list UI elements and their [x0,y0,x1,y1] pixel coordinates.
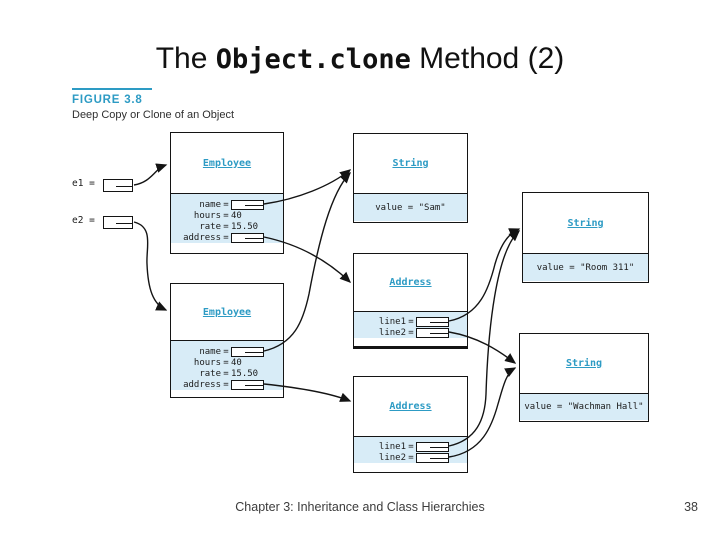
address2-fields: line1 = line2 = [354,436,467,463]
employee2-fields: name = hours = 40 rate = 15.50 address = [171,340,283,390]
field-label: hours [193,210,221,221]
address1-class-name: Address [389,277,432,288]
equals-sign: = [408,316,414,327]
equals-sign: = [408,327,414,338]
field-label: hours [193,357,221,368]
variable-e1-label: e1 = [72,178,95,189]
page-number: 38 [684,500,698,514]
string-room-object-box: String value = "Room 311" [522,192,649,283]
string-room-header: String [523,193,648,253]
string-wachman-body: value = "Wachman Hall" [520,393,648,420]
string-sam-object-box: String value = "Sam" [353,133,468,223]
field-row-hours: hours = 40 [175,357,267,368]
string-sam-body: value = "Sam" [354,193,467,221]
field-label: rate [199,368,221,379]
employee2-object-box: Employee name = hours = 40 rate = 15.50 [170,283,284,398]
arrow-e1-to-employee1 [133,163,168,186]
field-label: name [199,199,221,210]
equals-sign: = [223,357,229,368]
field-row-line2: line2 = [358,452,452,463]
field-row-line1: line1 = [358,316,452,327]
pointer-box [416,441,449,452]
address1-object-box: Address line1 = line2 = [353,253,468,349]
figure-caption: Deep Copy or Clone of an Object [72,109,235,121]
field-label: line1 [378,441,406,452]
string-sam-value: value = "Sam" [375,202,446,213]
string-sam-class-name: String [392,158,429,169]
equals-sign: = [223,379,229,390]
string-room-value: value = "Room 311" [536,262,635,273]
pointer-box [416,452,449,463]
equals-sign: = [223,346,229,357]
equals-sign: = [408,441,414,452]
field-label: line2 [378,452,406,463]
field-value: 40 [231,210,242,221]
title-pre: The [155,42,216,75]
string-sam-header: String [354,134,467,193]
figure-block: FIGURE 3.8 Deep Copy or Clone of an Obje… [72,88,234,121]
arrow-e2-to-employee2 [133,221,168,311]
field-value: 15.50 [231,221,259,232]
address1-header: Address [354,254,467,311]
string-room-class-name: String [567,217,604,229]
field-row-address: address = [175,379,267,390]
employee1-class-name: Employee [202,157,252,169]
field-label: rate [199,221,221,232]
field-row-rate: rate = 15.50 [175,368,267,379]
equals-sign: = [223,232,229,243]
employee1-header: Employee [171,133,283,193]
field-row-name: name = [175,346,267,357]
figure-label: FIGURE 3.8 [72,94,143,106]
pointer-box [416,327,449,338]
title-code: Object.clone [215,44,411,75]
pointer-box [416,316,449,327]
field-label: line2 [378,327,406,338]
employee1-object-box: Employee name = hours = 40 rate = 15.50 [170,132,284,254]
field-value: 15.50 [231,368,259,379]
field-row-name: name = [175,199,267,210]
field-label: line1 [378,316,406,327]
field-row-hours: hours = 40 [175,210,267,221]
employee2-class-name: Employee [202,306,252,318]
page-title: The Object.clone Method (2) [0,42,720,76]
variable-e2-pointer-box [103,216,133,229]
field-label: name [199,346,221,357]
string-wachman-header: String [520,334,648,393]
address1-fields: line1 = line2 = [354,311,467,338]
address2-class-name: Address [389,401,432,412]
field-value: 40 [231,357,242,368]
address2-header: Address [354,377,467,436]
field-row-line1: line1 = [358,441,452,452]
figure-overline [72,88,152,90]
equals-sign: = [223,221,229,232]
field-row-rate: rate = 15.50 [175,221,267,232]
string-wachman-class-name: String [565,358,603,369]
string-wachman-object-box: String value = "Wachman Hall" [519,333,649,422]
pointer-box [231,199,264,210]
footer-text: Chapter 3: Inheritance and Class Hierarc… [235,500,485,514]
employee1-fields: name = hours = 40 rate = 15.50 address = [171,193,283,243]
equals-sign: = [223,368,229,379]
variable-e1-pointer-box [103,179,133,192]
pointer-box [231,232,264,243]
variable-e2-label: e2 = [72,215,95,226]
pointer-box [231,346,264,357]
field-label: address [183,232,221,243]
pointer-box [231,379,264,390]
string-wachman-value: value = "Wachman Hall" [524,402,644,412]
equals-sign: = [223,199,229,210]
string-room-body: value = "Room 311" [523,253,648,281]
address2-object-box: Address line1 = line2 = [353,376,468,473]
field-row-address: address = [175,232,267,243]
field-label: address [183,379,221,390]
title-post: Method (2) [410,42,565,75]
equals-sign: = [408,452,414,463]
field-row-line2: line2 = [358,327,452,338]
equals-sign: = [223,210,229,221]
employee2-header: Employee [171,284,283,340]
